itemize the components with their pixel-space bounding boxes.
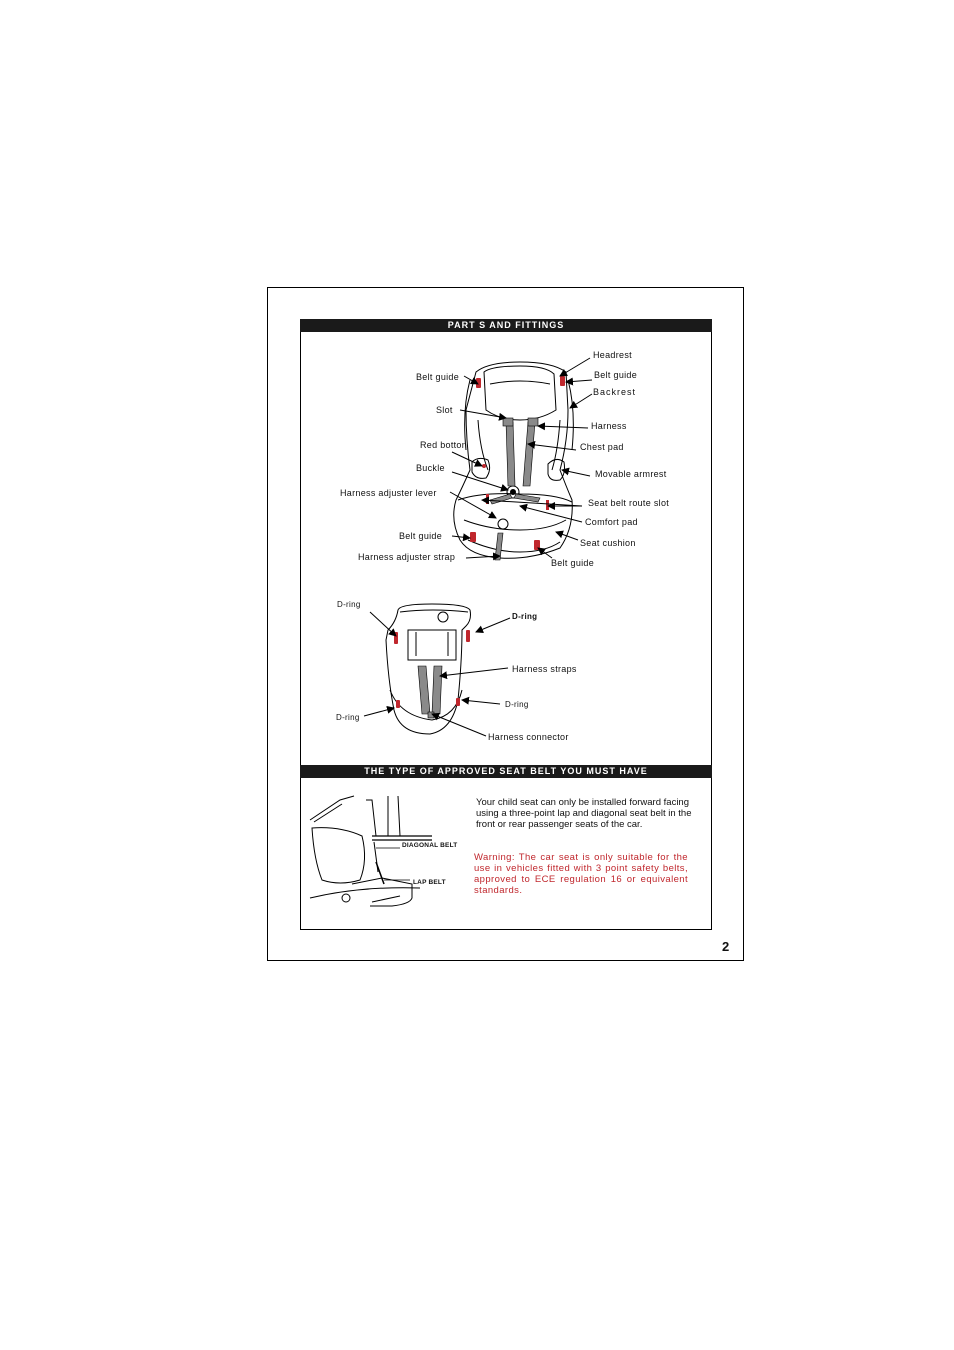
install-instructions: Your child seat can only be installed fo… — [476, 797, 692, 830]
label-seat-cushion: Seat cushion — [580, 538, 636, 548]
label-seat-belt-route-slot: Seat belt route slot — [588, 498, 670, 508]
label-movable-armrest: Movable armrest — [595, 469, 667, 479]
label-d-ring-bottom-right: D-ring — [505, 700, 529, 709]
label-d-ring-bottom-left: D-ring — [336, 713, 360, 722]
label-belt-guide-top-right: Belt guide — [594, 370, 638, 380]
label-d-ring-top-left: D-ring — [337, 600, 361, 609]
label-belt-guide-top-left: Belt guide — [416, 372, 460, 382]
back-leader-arrows — [363, 611, 511, 737]
label-harness-adjuster-lever: Harness adjuster lever — [340, 488, 437, 498]
label-backrest: Backrest — [593, 387, 637, 397]
label-lap-belt: LAP BELT — [413, 879, 446, 886]
parts-section-header: PART S AND FITTINGS — [300, 319, 712, 332]
label-chest-pad: Chest pad — [580, 442, 624, 452]
label-harness-connector: Harness connector — [488, 732, 569, 742]
label-slot: Slot — [436, 405, 453, 415]
warning-text: Warning: The car seat is only suitable f… — [474, 852, 688, 896]
harness-straps — [489, 417, 541, 561]
belt-type-section-header: THE TYPE OF APPROVED SEAT BELT YOU MUST … — [300, 765, 712, 778]
page-number: 2 — [722, 939, 730, 954]
label-harness-adjuster-strap: Harness adjuster strap — [358, 552, 456, 562]
label-harness: Harness — [591, 421, 627, 431]
label-diagonal-belt: DIAGONAL BELT — [402, 842, 458, 849]
belt-illustration — [309, 795, 432, 907]
label-buckle: Buckle — [416, 463, 445, 473]
seat-leader-arrows — [449, 357, 593, 561]
label-d-ring-top-right: D-ring — [512, 612, 538, 621]
page-frame — [267, 287, 744, 961]
label-red-botton: Red botton — [420, 440, 468, 450]
label-harness-straps: Harness straps — [512, 664, 577, 674]
red-belt-guides — [470, 376, 565, 550]
back-harness-straps — [417, 665, 443, 719]
label-belt-guide-bottom-right: Belt guide — [551, 558, 595, 568]
label-comfort-pad: Comfort pad — [585, 517, 638, 527]
belt-leader-lines — [376, 847, 410, 881]
label-headrest: Headrest — [593, 350, 632, 360]
label-belt-guide-bottom-left: Belt guide — [399, 531, 443, 541]
